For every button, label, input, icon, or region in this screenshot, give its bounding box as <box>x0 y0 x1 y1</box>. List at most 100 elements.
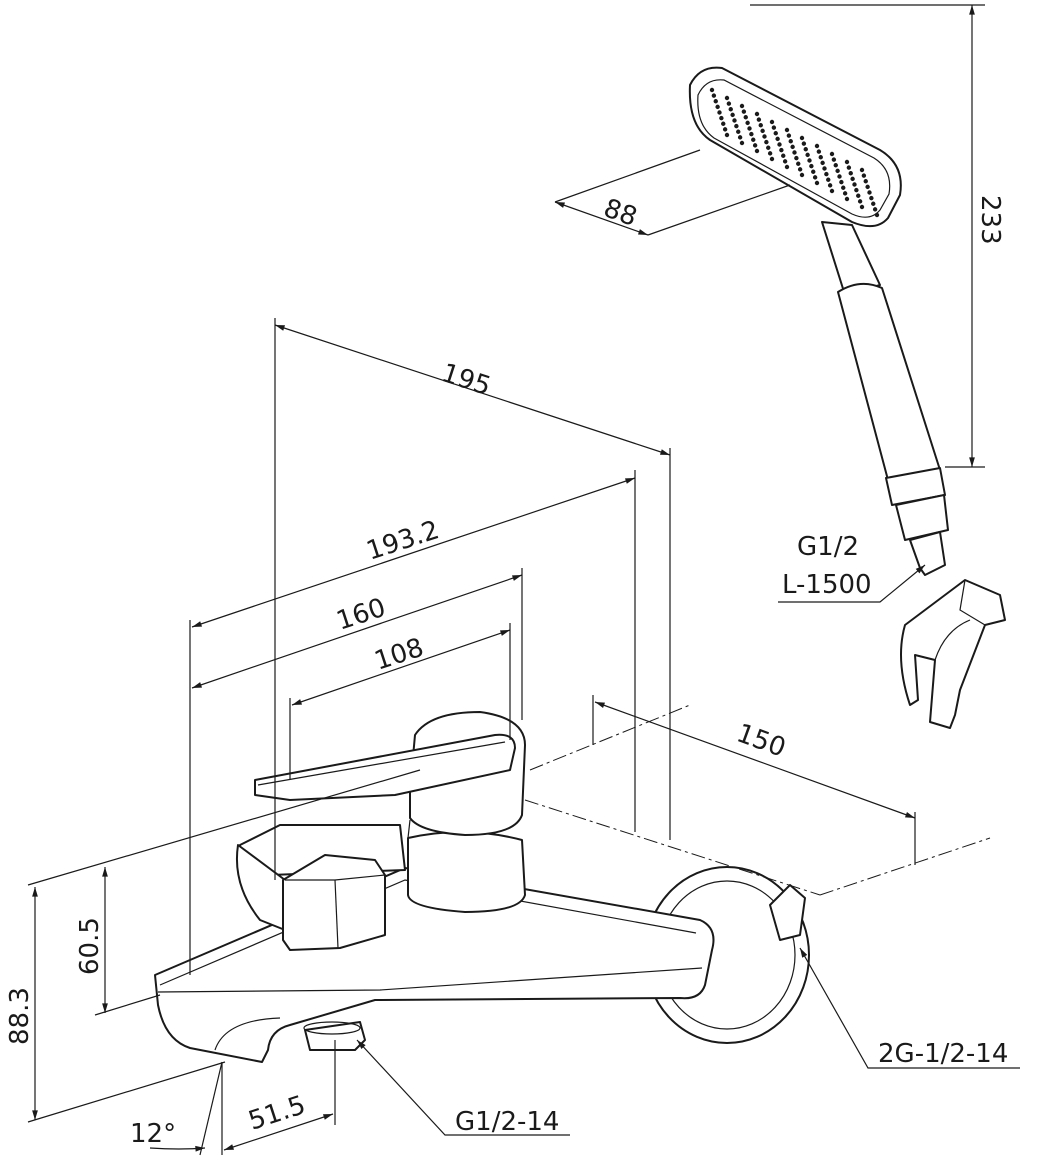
dim-lever-length: 108 <box>371 633 427 677</box>
nozzle-dot <box>749 131 754 137</box>
nozzle-dot <box>809 163 814 169</box>
nozzle-dot <box>861 173 867 178</box>
nozzle-dot <box>829 151 835 157</box>
nozzle-dot <box>784 164 790 170</box>
dim-spout-angle: 12° <box>130 1119 176 1149</box>
nozzle-dot <box>779 147 784 153</box>
nozzle-dot <box>801 141 807 146</box>
nozzle-dot <box>839 179 844 185</box>
hand-shower <box>688 66 949 576</box>
nozzle-dot <box>818 155 823 160</box>
nozzle-dot <box>745 120 750 126</box>
nozzle-dot <box>773 131 778 136</box>
nozzle-dot <box>850 176 855 182</box>
nozzle-dot <box>788 139 793 144</box>
nozzle-dot <box>805 152 810 158</box>
nozzle-dot <box>726 101 732 106</box>
nozzle-dot <box>752 143 758 148</box>
nozzle-dot <box>824 171 829 177</box>
nozzle-dot <box>844 159 850 165</box>
nozzle-dot <box>732 118 737 123</box>
nozzle-dot <box>711 93 717 98</box>
nozzle-dot <box>790 144 795 150</box>
nozzle-dot <box>739 140 745 146</box>
nozzle-dot <box>826 177 831 182</box>
nozzle-dot <box>754 111 760 117</box>
dimension-lines <box>27 4 1020 1156</box>
shower-head-nozzles <box>709 87 880 218</box>
callout-hose-thread: G1/2 <box>797 532 859 562</box>
dim-total-height: 88.3 <box>5 987 35 1045</box>
nozzle-dot <box>814 143 820 149</box>
nozzle-dot <box>747 126 752 131</box>
nozzle-dot <box>769 119 775 125</box>
nozzle-dot <box>758 123 763 128</box>
nozzle-dot <box>874 212 880 218</box>
nozzle-dot <box>820 160 825 166</box>
nozzle-dot <box>709 87 715 93</box>
nozzle-dot <box>722 127 728 132</box>
dim-inlet-spacing: 150 <box>733 718 790 763</box>
nozzle-dot <box>754 148 760 154</box>
nozzle-dot <box>871 201 876 206</box>
nozzle-dot <box>842 191 848 196</box>
nozzle-dot <box>803 147 808 152</box>
callout-outlet-thread: G1/2-14 <box>455 1107 559 1137</box>
nozzle-dot <box>781 153 786 158</box>
nozzle-dot <box>775 136 780 142</box>
nozzle-dot <box>856 193 861 198</box>
nozzle-dot <box>841 185 846 190</box>
nozzle-dot <box>724 132 730 138</box>
nozzle-dot <box>796 161 801 166</box>
nozzle-dot <box>799 135 805 141</box>
nozzle-dot <box>756 117 762 122</box>
nozzle-dot <box>854 187 859 193</box>
dim-head-width: 88 <box>600 193 641 233</box>
nozzle-dot <box>769 156 775 162</box>
nozzle-dot <box>764 139 769 145</box>
nozzle-dot <box>784 127 790 133</box>
nozzle-dot <box>833 163 838 168</box>
nozzle-dot <box>766 145 771 150</box>
nozzle-dot <box>797 167 803 172</box>
nozzle-dot <box>760 128 765 134</box>
dim-spout-height: 60.5 <box>75 917 105 975</box>
nozzle-dot <box>762 134 767 139</box>
nozzle-dot <box>852 182 857 187</box>
nozzle-dot <box>812 175 818 180</box>
mixer-body <box>154 711 810 1063</box>
nozzle-dot <box>724 95 730 101</box>
nozzle-dot <box>799 172 805 178</box>
nozzle-dot <box>736 129 741 134</box>
nozzle-dot <box>869 195 874 201</box>
callout-inlet-thread: 2G-1/2-14 <box>878 1039 1008 1069</box>
nozzle-dot <box>771 125 777 130</box>
nozzle-dot <box>751 137 756 142</box>
dim-body-depth: 193.2 <box>363 515 443 567</box>
nozzle-dot <box>872 207 878 212</box>
nozzle-dot <box>867 190 872 195</box>
dim-outlet-offset: 51.5 <box>245 1090 309 1136</box>
nozzle-dot <box>816 149 822 154</box>
callout-hose-length: L-1500 <box>782 570 872 600</box>
nozzle-dot <box>863 179 868 184</box>
nozzle-dot <box>811 169 816 174</box>
nozzle-dot <box>730 112 735 118</box>
dim-hand-shower-length: 233 <box>975 195 1005 245</box>
nozzle-dot <box>846 165 852 170</box>
nozzle-dot <box>719 115 724 121</box>
nozzle-dot <box>792 150 797 155</box>
nozzle-dot <box>829 188 835 194</box>
nozzle-dot <box>794 155 799 161</box>
nozzle-dot <box>857 199 863 204</box>
nozzle-dot <box>786 133 792 138</box>
nozzle-dot <box>713 99 718 104</box>
nozzle-dot <box>807 158 812 163</box>
nozzle-dot <box>859 204 865 210</box>
dim-spout-length: 160 <box>333 593 389 637</box>
nozzle-dot <box>767 151 773 156</box>
nozzle-dot <box>848 171 853 176</box>
nozzle-dot <box>739 103 745 109</box>
